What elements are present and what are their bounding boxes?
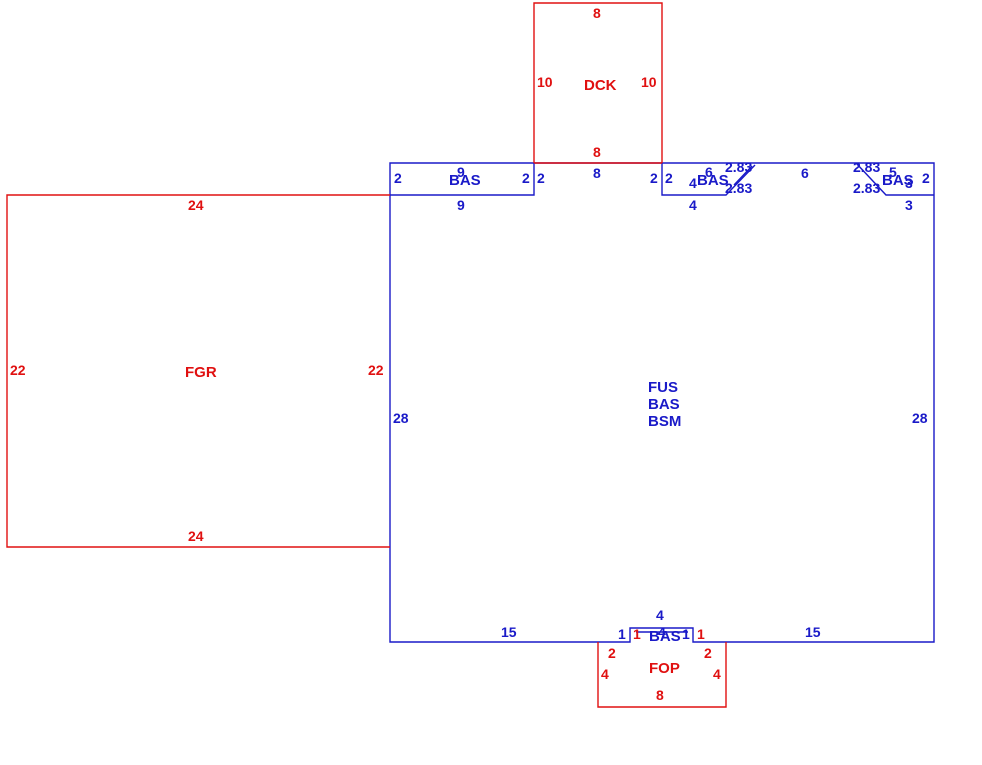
dim-porch-bottom: 8 — [656, 687, 664, 703]
dim-deck-right: 10 — [641, 74, 657, 90]
dim-bump-mid-side-r: 2 — [650, 170, 658, 186]
bump-mid-outline — [661, 163, 756, 196]
dim-bump-mid-diag-bottom: 2.83 — [725, 180, 752, 196]
bump-mid-area-label: BAS — [697, 172, 729, 189]
dim-bump-right-diag-top: 2.83 — [853, 159, 880, 175]
bump-left-outline — [390, 163, 535, 196]
dim-bump-left-side-l: 2 — [394, 170, 402, 186]
dim-bump-mid-diag-top: 2.83 — [725, 159, 752, 175]
bump-front-area-label: BAS — [649, 628, 681, 645]
dim-bump-front-inner: 4 — [658, 624, 666, 640]
main-area-label-line1: FUS — [648, 379, 678, 396]
main-area-label-line2: BAS — [648, 396, 680, 413]
deck-area-label: DCK — [584, 77, 617, 94]
dim-main-bottom-left: 15 — [501, 624, 517, 640]
dim-bump-left-top: 9 — [457, 164, 465, 180]
dim-garage-left: 22 — [10, 362, 26, 378]
dim-bump-mid-bottom: 4 — [689, 197, 697, 213]
dim-bump-front-left: 1 — [618, 626, 626, 642]
dim-bump-front-right: 1 — [682, 626, 690, 642]
dim-bump-front-right-red: 1 — [697, 626, 705, 642]
porch-outline — [597, 642, 727, 708]
garage-area-label: FGR — [185, 364, 217, 381]
dim-main-right: 28 — [912, 410, 928, 426]
bump-right-area-label: BAS — [882, 172, 914, 189]
dim-main-top-center: 8 — [593, 165, 601, 181]
dim-deck-bottom: 8 — [593, 144, 601, 160]
dim-bump-mid-side-l2: 2 — [665, 170, 673, 186]
garage-outline — [6, 194, 390, 548]
dim-porch-left-upper: 2 — [608, 645, 616, 661]
dim-bump-left-side-r: 2 — [522, 170, 530, 186]
dim-garage-right: 22 — [368, 362, 384, 378]
dim-bump-mid-side-l: 2 — [537, 170, 545, 186]
dim-bump-right-side: 2 — [922, 170, 930, 186]
dim-garage-bottom: 24 — [188, 528, 204, 544]
dim-porch-left: 4 — [601, 666, 609, 682]
dim-bump-right-diag-bottom: 2.83 — [853, 180, 880, 196]
dim-bump-right-inner: 3 — [905, 175, 913, 191]
dim-bump-mid-top: 6 — [705, 164, 713, 180]
dim-bump-front-left-red: 1 — [633, 626, 641, 642]
deck-outline — [533, 2, 663, 163]
dim-deck-left: 10 — [537, 74, 553, 90]
dim-main-bottom-right: 15 — [805, 624, 821, 640]
dim-bump-front-top: 4 — [656, 607, 664, 623]
bump-mid-diagonal — [733, 165, 753, 186]
dim-porch-right: 4 — [713, 666, 721, 682]
dim-bump-right-top: 5 — [889, 164, 897, 180]
bump-left-area-label: BAS — [449, 172, 481, 189]
dim-porch-right-upper: 2 — [704, 645, 712, 661]
dim-main-top-mid: 6 — [801, 165, 809, 181]
porch-area-label: FOP — [649, 660, 680, 677]
bump-right-outline — [855, 162, 934, 196]
dim-garage-top: 24 — [188, 197, 204, 213]
dim-main-left: 28 — [393, 410, 409, 426]
dim-bump-right-bottom: 3 — [905, 197, 913, 213]
dim-bump-left-bottom: 9 — [457, 197, 465, 213]
main-area-label-line3: BSM — [648, 413, 681, 430]
dim-bump-mid-inner: 4 — [689, 175, 697, 191]
dim-deck-top: 8 — [593, 5, 601, 21]
